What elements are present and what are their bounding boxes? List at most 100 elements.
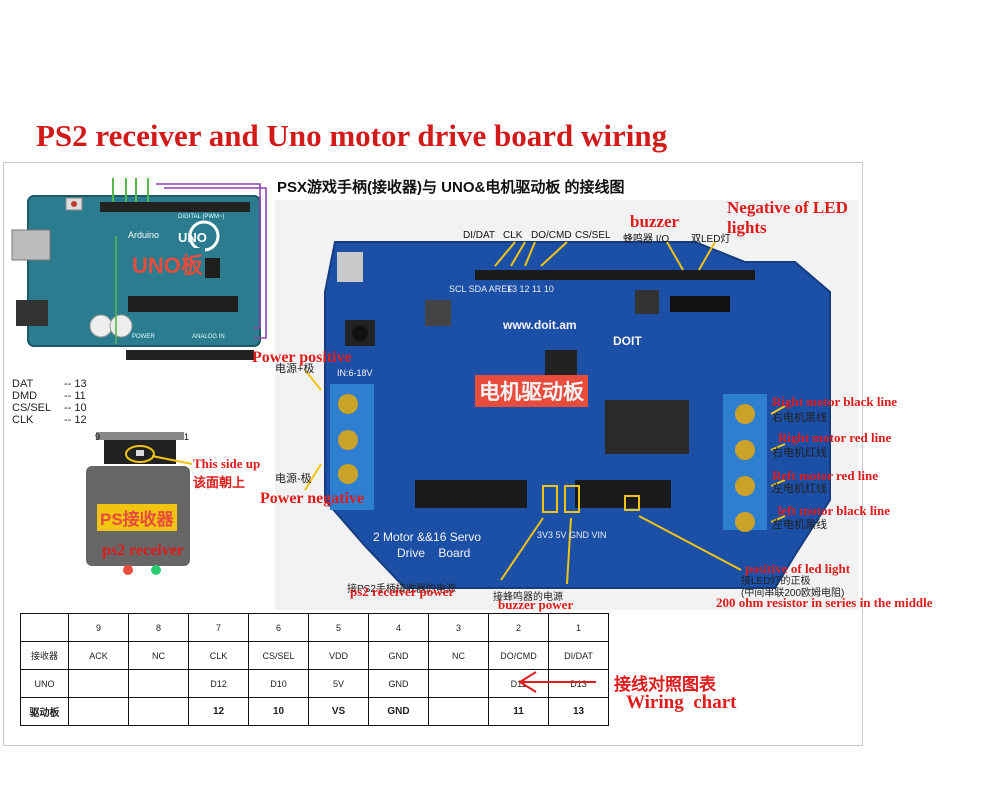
uno-logo-text: UNO bbox=[178, 230, 207, 245]
arduino-digital-label: DIGITAL (PWM~) bbox=[178, 214, 225, 220]
uno-board-label: UNO板 bbox=[130, 248, 205, 280]
annotation-led-positive: positive of led light bbox=[745, 561, 851, 576]
table-cell: VDD bbox=[308, 641, 369, 670]
table-cell: 6 bbox=[248, 613, 309, 642]
silk-pin-numbers: 13 12 11 10 bbox=[507, 284, 554, 294]
led-resistor-cn: (中间串联200欧姆电阻) bbox=[741, 588, 845, 599]
buzzer-power-cn: 接蜂鸣器的电源 bbox=[493, 592, 563, 603]
table-cell: 12 bbox=[188, 697, 249, 726]
receiver-pin-1: 1 bbox=[184, 432, 190, 442]
table-cell: CLK bbox=[188, 641, 249, 670]
pin-label-cs-sel: CS/SEL bbox=[575, 230, 611, 241]
chart-caption-en: Wiring chart bbox=[626, 692, 737, 713]
table-cell: 11 bbox=[488, 697, 549, 726]
pin-label-do-cmd: DO/CMD bbox=[531, 230, 572, 241]
board-caption-line1: 2 Motor &&16 Servo bbox=[373, 530, 482, 544]
receiver-label-cn: PS接收器 bbox=[97, 504, 177, 531]
side-up-en: This side up bbox=[193, 456, 261, 471]
table-cell: 驱动板 bbox=[20, 697, 69, 726]
table-cell: 13 bbox=[548, 697, 609, 726]
chart-arrow-icon bbox=[518, 671, 596, 693]
annotation-negative-led: Negative of LED lights bbox=[727, 198, 848, 237]
annotation-right-red: Right motor red line bbox=[778, 430, 892, 445]
annotation-led-resistor: 200 ohm resistor in series in the middle bbox=[716, 595, 933, 610]
table-cell: DO/CMD bbox=[488, 641, 549, 670]
left-black-cn: 左电机黑线 bbox=[772, 519, 827, 531]
silk-side-labels: SCL SDA AREF bbox=[449, 284, 513, 294]
pin-label-dual-led: 双LED灯 bbox=[691, 234, 731, 245]
board-drawing bbox=[304, 241, 831, 589]
table-cell bbox=[128, 669, 189, 698]
table-cell: GND bbox=[368, 697, 429, 726]
table-cell: ACK bbox=[68, 641, 129, 670]
motor-drive-board-photo: DI/DAT CLK DO/CMD CS/SEL 蜂鸣器 I/O 双LED灯 1… bbox=[275, 200, 858, 610]
annotation-power-negative: Power negative bbox=[260, 490, 365, 507]
board-caption-line2: Drive Board bbox=[397, 546, 471, 560]
table-cell: DI/DAT bbox=[548, 641, 609, 670]
wiring-table: 9 8 7 6 5 4 3 2 1 接收器 ACK NC CLK CS/SEL … bbox=[20, 613, 609, 726]
table-cell: D10 bbox=[248, 669, 309, 698]
table-cell: 4 bbox=[368, 613, 429, 642]
table-cell: 5 bbox=[308, 613, 369, 642]
arduino-power-label: POWER bbox=[132, 334, 155, 340]
table-row: 9 8 7 6 5 4 3 2 1 bbox=[20, 613, 609, 642]
table-cell: 接收器 bbox=[20, 641, 69, 670]
annotation-power-positive: Power positive bbox=[252, 349, 352, 366]
table-cell: GND bbox=[368, 641, 429, 670]
table-cell: NC bbox=[128, 641, 189, 670]
pin-label-di-dat: DI/DAT bbox=[463, 230, 496, 241]
table-row: 驱动板 12 10 VS GND 11 13 bbox=[20, 697, 609, 726]
table-cell: 3 bbox=[428, 613, 489, 642]
arduino-analog-label: ANALOG IN bbox=[192, 334, 225, 340]
table-cell: 9 bbox=[68, 613, 129, 642]
power-positive-cn: 电源+极 bbox=[275, 363, 315, 375]
chart-caption-cn: 接线对照图表 bbox=[614, 675, 716, 694]
table-cell: 10 bbox=[248, 697, 309, 726]
receiver-label-en-large: ps2 receiver bbox=[102, 535, 184, 561]
pin-legend-row: CLK-- 12 bbox=[12, 414, 87, 426]
board-input-range: IN:6-18V bbox=[337, 368, 373, 378]
table-cell: 8 bbox=[128, 613, 189, 642]
annotation-left-red: Reft motor red line bbox=[772, 468, 879, 483]
left-red-cn: 左电机红线 bbox=[772, 483, 827, 495]
arduino-brand: Arduino bbox=[128, 230, 160, 240]
table-cell bbox=[128, 697, 189, 726]
board-url: www.doit.am bbox=[503, 318, 577, 332]
silk-power-labels: 3V3 5V GND VIN bbox=[537, 530, 607, 540]
annotation-buzzer: buzzer bbox=[630, 212, 680, 231]
table-cell: UNO bbox=[20, 669, 69, 698]
table-cell: 1 bbox=[548, 613, 609, 642]
pin-label-clk: CLK bbox=[503, 230, 523, 241]
pin-legend-row: CS/SEL-- 10 bbox=[12, 402, 87, 414]
diagram-subtitle: PSX游戏手柄(接收器)与 UNO&电机驱动板 的接线图 bbox=[277, 179, 625, 196]
board-brand: DOIT bbox=[613, 334, 642, 348]
table-cell bbox=[428, 669, 489, 698]
right-red-cn: 右电机红线 bbox=[772, 447, 827, 459]
receiver-label-en: ps2 receiver bbox=[102, 542, 184, 559]
table-cell: VS bbox=[308, 697, 369, 726]
pin-legend-row: DMD-- 11 bbox=[12, 390, 86, 402]
page-title: PS2 receiver and Uno motor drive board w… bbox=[36, 118, 668, 153]
board-label-cn: 电机驱动板 bbox=[475, 375, 588, 407]
right-black-cn: 右电机黑线 bbox=[772, 412, 827, 424]
table-cell: CS/SEL bbox=[248, 641, 309, 670]
table-cell: 7 bbox=[188, 613, 249, 642]
annotation-ps2-power: ps2 receiver power bbox=[350, 584, 455, 599]
table-cell bbox=[68, 697, 129, 726]
side-up-cn: 该面朝上 bbox=[193, 475, 246, 490]
table-cell: D11 bbox=[488, 669, 549, 698]
pin-label-buzzer-io: 蜂鸣器 I/O bbox=[623, 234, 670, 245]
annotation-right-black: Right motor black line bbox=[772, 394, 898, 409]
table-cell: 5V bbox=[308, 669, 369, 698]
table-cell: NC bbox=[428, 641, 489, 670]
led-positive-cn: 接LED灯的正极 bbox=[741, 576, 811, 587]
table-row: 接收器 ACK NC CLK CS/SEL VDD GND NC DO/CMD … bbox=[20, 641, 609, 670]
table-cell bbox=[20, 613, 69, 642]
side-up-arrow bbox=[151, 455, 193, 465]
annotation-buzzer-power: buzzer power bbox=[498, 597, 574, 612]
receiver-pin-9: 9 bbox=[95, 432, 101, 442]
pin-legend: DAT-- 13 DMD-- 11 CS/SEL-- 10 CLK-- 12 bbox=[12, 378, 87, 426]
table-cell: GND bbox=[368, 669, 429, 698]
table-cell: 2 bbox=[488, 613, 549, 642]
table-cell bbox=[68, 669, 129, 698]
